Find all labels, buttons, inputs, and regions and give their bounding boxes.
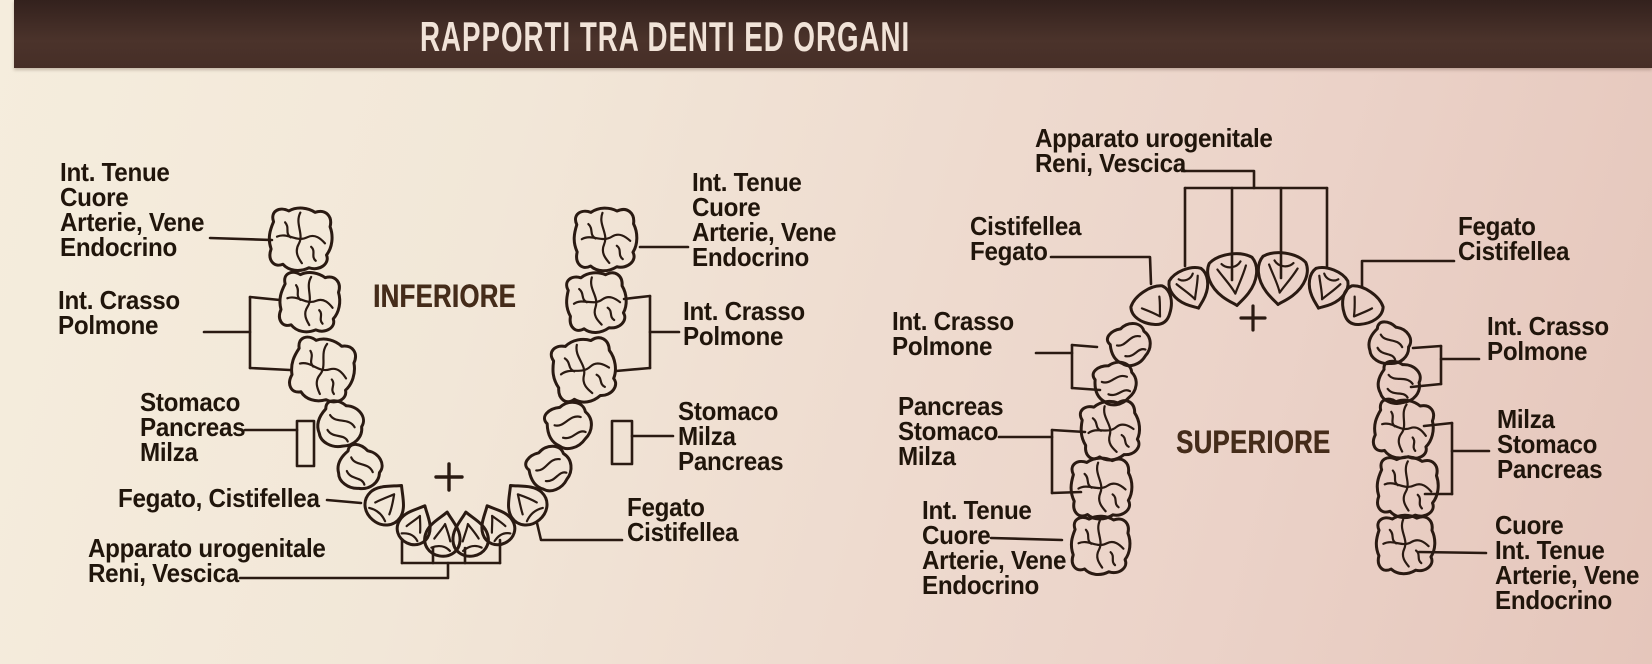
superiore-heading: SUPERIORE bbox=[1176, 424, 1331, 460]
tooth-molar bbox=[288, 335, 357, 404]
tooth-premolar bbox=[1367, 320, 1413, 366]
label-superiore-right-canine: Fegato Cistifellea bbox=[1458, 211, 1570, 266]
tooth-canine bbox=[363, 484, 405, 527]
tooth-premolar bbox=[1376, 359, 1422, 405]
plus-mark-inferiore bbox=[434, 462, 464, 492]
inferiore-heading: INFERIORE bbox=[373, 278, 516, 314]
tooth-incisorU bbox=[1167, 266, 1210, 310]
tooth-premolar bbox=[543, 400, 593, 451]
connector-lines bbox=[202, 169, 1491, 580]
label-inferiore-left-molars23: Int. Crasso Polmone bbox=[58, 285, 180, 340]
title-banner: RAPPORTI TRA DENTI ED ORGANI bbox=[14, 0, 1652, 68]
label-inferiore-right-molars23: Int. Crasso Polmone bbox=[683, 296, 805, 351]
label-superiore-left-molar3: Int. Tenue Cuore Arterie, Vene Endocrino bbox=[922, 495, 1067, 600]
plus-mark-superiore bbox=[1239, 304, 1267, 332]
label-superiore-incisors: Apparato urogenitale Reni, Vescica bbox=[1035, 123, 1273, 178]
label-inferiore-right-molar1: Int. Tenue Cuore Arterie, Vene Endocrino bbox=[692, 167, 837, 272]
tooth-molar bbox=[549, 336, 618, 404]
tooth-molar bbox=[572, 206, 639, 273]
label-superiore-right-molar3: Cuore Int. Tenue Arterie, Vene Endocrino bbox=[1495, 510, 1640, 615]
tooth-molar bbox=[1371, 397, 1436, 460]
label-inferiore-left-molar1: Int. Tenue Cuore Arterie, Vene Endocrino bbox=[60, 157, 205, 262]
page-title: RAPPORTI TRA DENTI ED ORGANI bbox=[420, 13, 911, 60]
tooth-molar bbox=[1375, 455, 1440, 520]
tooth-incisorU bbox=[1307, 266, 1350, 310]
label-superiore-left-molars12: Pancreas Stomaco Milza bbox=[898, 391, 1004, 471]
tooth-incisorU bbox=[1256, 251, 1309, 307]
tooth-premolar bbox=[316, 399, 365, 449]
teeth bbox=[267, 206, 1440, 577]
tooth-molar bbox=[1374, 513, 1437, 576]
tooth-premolar bbox=[524, 444, 573, 493]
tooth-premolar bbox=[1091, 360, 1138, 407]
tooth-incisorU bbox=[1206, 252, 1259, 308]
tooth-molar bbox=[277, 270, 342, 334]
tooth-canineU bbox=[1129, 284, 1173, 326]
label-superiore-left-canine: Cistifellea Fegato bbox=[970, 211, 1082, 266]
tooth-canine bbox=[507, 484, 549, 527]
tooth-molar bbox=[267, 206, 334, 272]
tooth-premolar bbox=[336, 442, 384, 491]
label-superiore-right-molars12: Milza Stomaco Pancreas bbox=[1497, 404, 1603, 484]
label-inferiore-right-premolars: Stomaco Milza Pancreas bbox=[678, 396, 784, 476]
tooth-incisorL bbox=[423, 510, 462, 558]
tooth-canineU bbox=[1341, 284, 1385, 326]
label-inferiore-left-premolars: Stomaco Pancreas Milza bbox=[140, 387, 246, 467]
label-superiore-right-premolars: Int. Crasso Polmone bbox=[1487, 311, 1609, 366]
label-superiore-left-premolars: Int. Crasso Polmone bbox=[892, 306, 1014, 361]
tooth-molar bbox=[1078, 399, 1142, 462]
tooth-molar bbox=[565, 271, 628, 334]
tooth-molar bbox=[1069, 514, 1132, 577]
tooth-molar bbox=[1069, 456, 1134, 521]
tooth-incisorL bbox=[480, 504, 517, 547]
label-inferiore-left-canine: Fegato, Cistifellea bbox=[118, 483, 320, 513]
label-inferiore-right-canine: Fegato Cistifellea bbox=[627, 492, 739, 547]
label-inferiore-incisors: Apparato urogenitale Reni, Vescica bbox=[88, 533, 326, 588]
